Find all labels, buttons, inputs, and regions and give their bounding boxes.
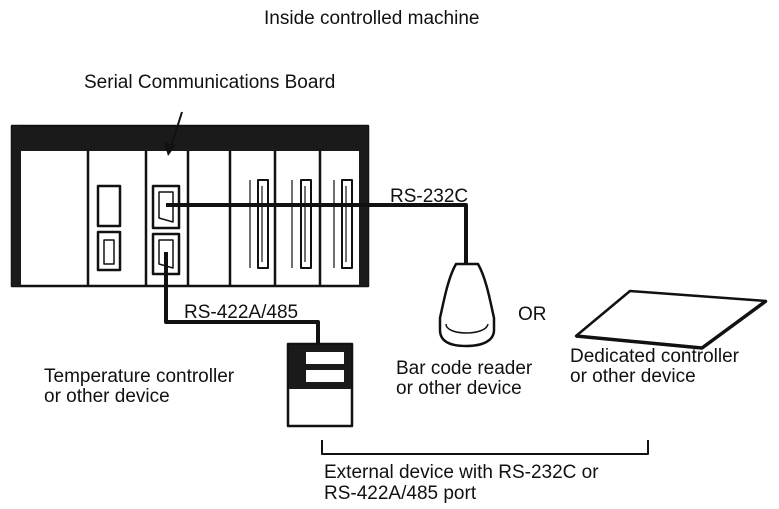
external-device-label-line2: RS-422A/485 port xyxy=(324,483,477,504)
external-device-label-line1: External device with RS-232C or xyxy=(324,462,599,483)
dedicated-controller-label-line1: Dedicated controller xyxy=(570,346,739,367)
rs232c-label: RS-232C xyxy=(390,186,469,207)
or-label: OR xyxy=(518,304,547,325)
rs422-label: RS-422A/485 xyxy=(184,302,299,323)
barcode-reader-label-line2: or other device xyxy=(396,378,522,399)
temp-controller-label-line1: Temperature controller xyxy=(44,366,235,387)
barcode-reader-label-line1: Bar code reader xyxy=(396,358,533,379)
temperature-controller-icon xyxy=(286,342,354,428)
diagram-title: Inside controlled machine xyxy=(264,8,480,29)
dedicated-controller-label-line2: or other device xyxy=(570,366,696,387)
board-label: Serial Communications Board xyxy=(84,72,336,93)
temp-controller-label-line2: or other device xyxy=(44,386,170,407)
dedicated-controller-icon xyxy=(574,289,768,350)
barcode-reader-icon xyxy=(438,262,496,348)
